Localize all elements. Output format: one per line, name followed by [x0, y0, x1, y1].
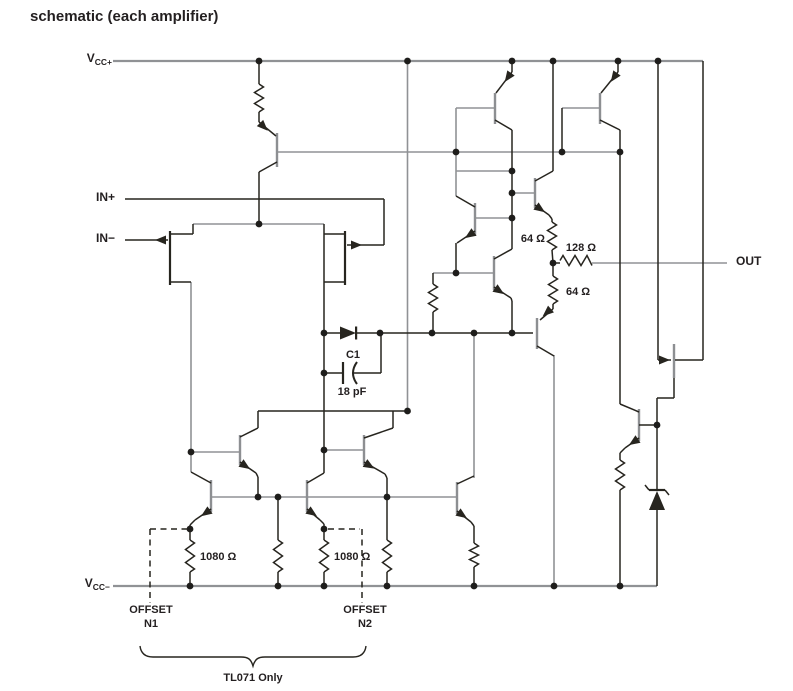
input-jfet-bars — [168, 231, 347, 285]
vcc-plus-label: VCC+ — [86, 51, 112, 67]
r1080-left-resistor — [184, 539, 196, 573]
diode-icon — [340, 326, 356, 340]
polarity-symbols — [155, 70, 670, 519]
zener-diode-icon — [649, 491, 665, 510]
offset-null-dashed-leads — [149, 528, 363, 603]
jfet-right-gate-arrow — [351, 240, 362, 250]
r64-top-resistor — [546, 221, 558, 251]
r128-label: 128 Ω — [565, 242, 597, 254]
tl071-only-brace — [139, 645, 367, 669]
c1-value-label: 18 pF — [337, 386, 367, 398]
r64-bottom-resistor — [547, 275, 559, 305]
diode-cathode-bar — [355, 326, 358, 340]
in-plus-label: IN+ — [96, 190, 116, 204]
vcc-minus-label: VCC− — [84, 576, 110, 592]
tl071-only-label: TL071 Only — [223, 672, 283, 684]
transistor-bars — [209, 93, 676, 514]
r1080-right-resistor — [318, 539, 330, 573]
offset-n2-label: OFFSET N2 — [343, 604, 387, 630]
black-wires — [125, 61, 704, 586]
bias-resistor — [253, 83, 265, 113]
in-minus-label: IN− — [96, 231, 116, 245]
offset-n1-label: OFFSET N1 — [129, 604, 173, 630]
r64-top-label: 64 Ω — [520, 233, 545, 245]
junction-dots — [186, 57, 662, 590]
r1080-right-label: 1080 Ω — [334, 551, 371, 563]
out-label: OUT — [736, 254, 762, 268]
r128-resistor — [559, 253, 593, 267]
gray-wires — [113, 59, 727, 588]
output-jfet-gate-arrow — [659, 355, 670, 365]
r64-bottom-label: 64 Ω — [566, 286, 591, 298]
page-title: schematic (each amplifier) — [30, 8, 219, 25]
c1-label: C1 — [345, 349, 361, 361]
jfet-left-gate-arrow — [155, 235, 166, 245]
r1080-left-label: 1080 Ω — [200, 551, 237, 563]
